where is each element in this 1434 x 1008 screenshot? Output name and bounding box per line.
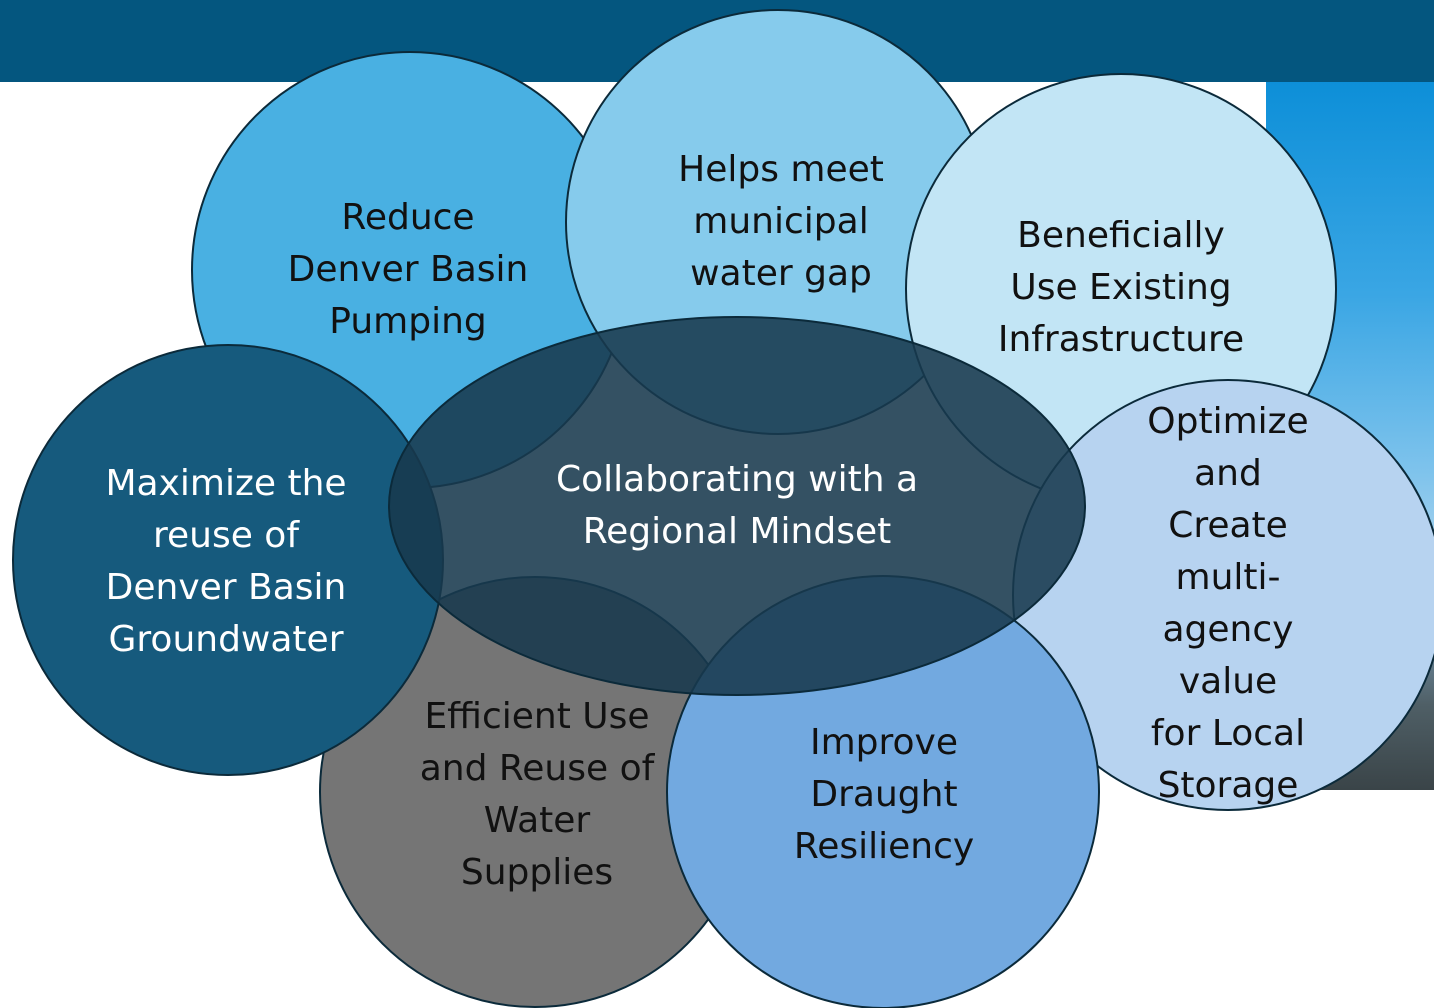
circle-groundwater-reuse [12,344,444,776]
center-ellipse [388,316,1086,696]
